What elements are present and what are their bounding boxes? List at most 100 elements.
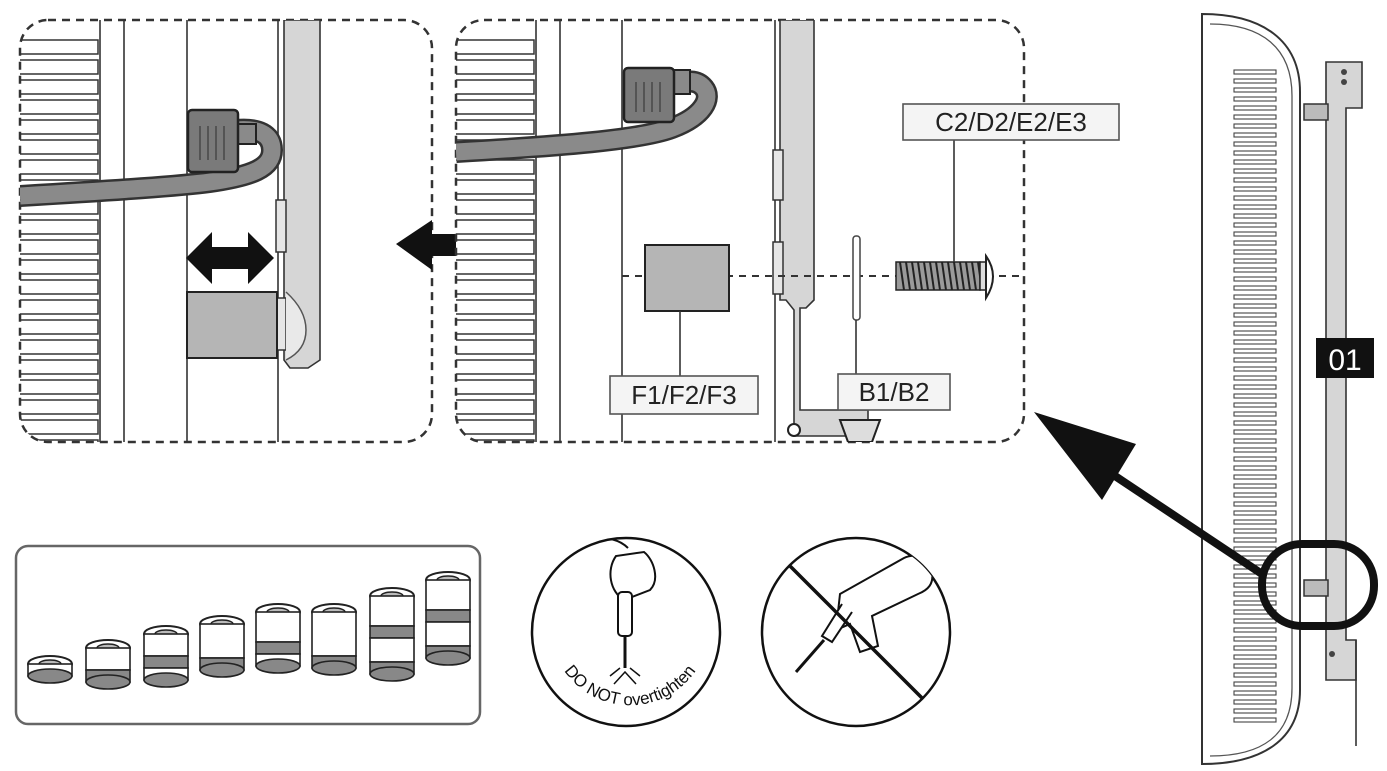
vent-slot <box>20 99 99 115</box>
wall-bracket <box>283 20 321 369</box>
vent-slot <box>1233 672 1277 678</box>
vent-slot <box>1233 258 1277 264</box>
spacer-stack <box>143 625 189 688</box>
vent-slot <box>20 59 99 75</box>
vent-slot <box>1233 150 1277 156</box>
vent-slot <box>1233 105 1277 111</box>
spacer-stack <box>255 603 301 674</box>
step-badge <box>1316 338 1374 378</box>
vent-slot <box>1233 429 1277 435</box>
vent-slot <box>1233 384 1277 390</box>
vent-slot <box>1233 123 1277 129</box>
spacer-stack <box>369 587 415 682</box>
vent-slot <box>456 419 535 435</box>
spacer-stack <box>199 615 245 678</box>
vent-slot <box>1233 402 1277 408</box>
vent-slot <box>456 179 535 195</box>
vent-slot <box>1233 411 1277 417</box>
spacer <box>644 244 730 312</box>
left-arrow-icon <box>396 220 486 270</box>
warning-overtighten: DO NOT overtighten <box>530 536 722 728</box>
vent-slot <box>1233 195 1277 201</box>
vent-slot <box>1233 159 1277 165</box>
vent-slot <box>456 339 535 355</box>
spacer <box>186 291 278 359</box>
double-arrow-icon <box>186 232 274 284</box>
vent-slot <box>1233 213 1277 219</box>
vent-slot <box>1233 636 1277 642</box>
vent-slot <box>1233 348 1277 354</box>
vent-slot <box>1233 231 1277 237</box>
vent-slot <box>456 319 535 335</box>
vent-slot <box>1233 222 1277 228</box>
vent-slot <box>456 199 535 215</box>
vent-slot <box>1233 276 1277 282</box>
vent-slot <box>456 399 535 415</box>
vent-slot <box>456 59 535 75</box>
vent-slot <box>1233 537 1277 543</box>
vent-slot <box>1233 645 1277 651</box>
vent-slot <box>1233 303 1277 309</box>
vent-slot <box>20 419 99 435</box>
vent-slot <box>456 439 535 442</box>
vent-slot <box>1233 375 1277 381</box>
vent-slot <box>1233 474 1277 480</box>
vent-slot <box>1233 465 1277 471</box>
vent-slot <box>1233 519 1277 525</box>
vent-slot <box>1233 699 1277 705</box>
vent-slot <box>1233 591 1277 597</box>
tv-side-view: 01 <box>1201 12 1378 766</box>
label-spacer-text: F1/F2/F3 <box>631 380 736 410</box>
vent-slot <box>20 399 99 415</box>
panel-frame <box>454 18 1026 444</box>
spacer-stack <box>85 639 131 690</box>
vent-slot <box>1233 249 1277 255</box>
vent-slot <box>1233 357 1277 363</box>
vent-slot <box>20 359 99 375</box>
vent-slot <box>20 279 99 295</box>
zoom-highlight <box>1258 540 1378 630</box>
vent-slot <box>1233 87 1277 93</box>
spacer-kit <box>14 544 482 726</box>
hdmi-plug <box>186 108 257 174</box>
vent-slot <box>1233 339 1277 345</box>
detail-panel-exploded: C2/D2/E2/E3 F1/F2/F3 B1/B2 <box>454 18 1120 444</box>
vent-slot <box>20 39 99 55</box>
vent-slot <box>20 319 99 335</box>
vent-slot <box>1233 420 1277 426</box>
vent-slot <box>1233 492 1277 498</box>
vent-slot <box>1233 501 1277 507</box>
tv-vents <box>20 39 99 442</box>
panel-frame <box>18 18 434 444</box>
no-drill-icon <box>760 536 952 728</box>
vent-slot <box>1233 690 1277 696</box>
label-screw: C2/D2/E2/E3 <box>902 103 1120 141</box>
vent-slot <box>1233 141 1277 147</box>
vent-slot <box>20 119 99 135</box>
vent-slot <box>1233 438 1277 444</box>
vent-slot <box>456 259 535 275</box>
hdmi-plug <box>622 66 691 124</box>
spacer-stack <box>27 655 73 684</box>
spacer-stack <box>425 571 471 666</box>
screw <box>895 252 994 302</box>
vent-slot <box>456 359 535 375</box>
vent-slot <box>456 239 535 255</box>
label-screw-text: C2/D2/E2/E3 <box>935 107 1087 137</box>
vent-slot <box>1233 312 1277 318</box>
vent-slot <box>20 379 99 395</box>
vent-slot <box>1233 600 1277 606</box>
vent-slot <box>1233 681 1277 687</box>
label-washer: B1/B2 <box>837 373 951 411</box>
vent-slot <box>1233 240 1277 246</box>
vent-slot <box>1233 447 1277 453</box>
vent-slot <box>1233 627 1277 633</box>
vent-slot <box>1233 132 1277 138</box>
vent-slot <box>1233 456 1277 462</box>
label-washer-text: B1/B2 <box>859 377 930 407</box>
vent-slot <box>20 439 99 442</box>
spacer-stack <box>311 603 357 676</box>
vent-slot <box>1233 204 1277 210</box>
vent-slot <box>1233 168 1277 174</box>
